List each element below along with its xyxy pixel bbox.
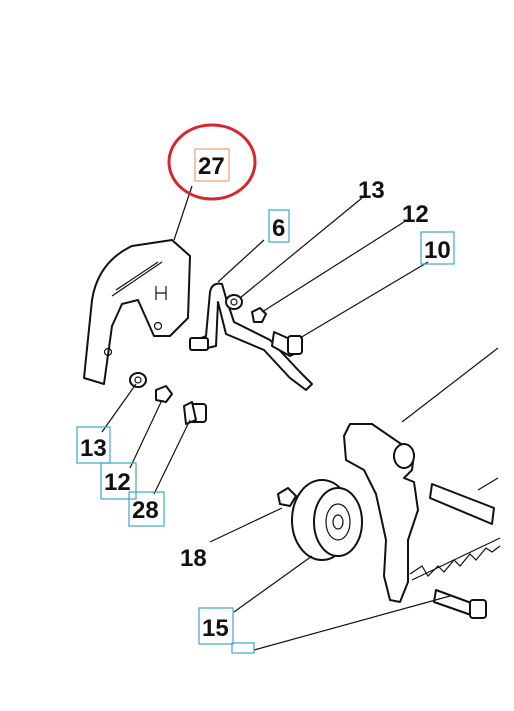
- callout-6[interactable]: 6: [272, 215, 285, 242]
- washer-13-top: [225, 294, 243, 310]
- rod-part: [189, 282, 313, 391]
- nut-18: [277, 487, 297, 507]
- callout-13-top[interactable]: 13: [358, 177, 385, 204]
- washer-13-left: [129, 372, 147, 388]
- callout-27[interactable]: 27: [198, 153, 225, 180]
- idler-arm-part: [343, 423, 419, 603]
- callout-6-box: [268, 209, 290, 243]
- callout-13-left-box: [76, 426, 111, 464]
- pulley-part: [291, 479, 363, 561]
- callout-12-left[interactable]: 12: [104, 469, 131, 496]
- bolt-right-lower: [433, 589, 487, 619]
- callout-13-left[interactable]: 13: [80, 435, 107, 462]
- callout-28-box: [128, 491, 165, 527]
- callout-28[interactable]: 28: [132, 497, 159, 524]
- nut-12-left: [155, 385, 173, 403]
- bracket-part: [83, 239, 191, 385]
- leader-lines: [101, 185, 499, 651]
- spring-part: [409, 537, 501, 581]
- callout-10-box: [420, 231, 455, 265]
- callout-27-box: [194, 148, 230, 182]
- callout-15-box: [198, 607, 234, 645]
- callout-12-left-box: [100, 462, 137, 500]
- callout-18[interactable]: 18: [180, 545, 207, 572]
- callout-partial-box: [231, 642, 255, 654]
- bolt-right-upper: [429, 483, 495, 525]
- bolt-10: [271, 331, 303, 357]
- callout-12-top[interactable]: 12: [402, 201, 429, 228]
- highlight-circle: [167, 123, 257, 201]
- callout-15[interactable]: 15: [202, 615, 229, 642]
- bolt-28: [183, 401, 207, 425]
- callout-10[interactable]: 10: [424, 237, 451, 264]
